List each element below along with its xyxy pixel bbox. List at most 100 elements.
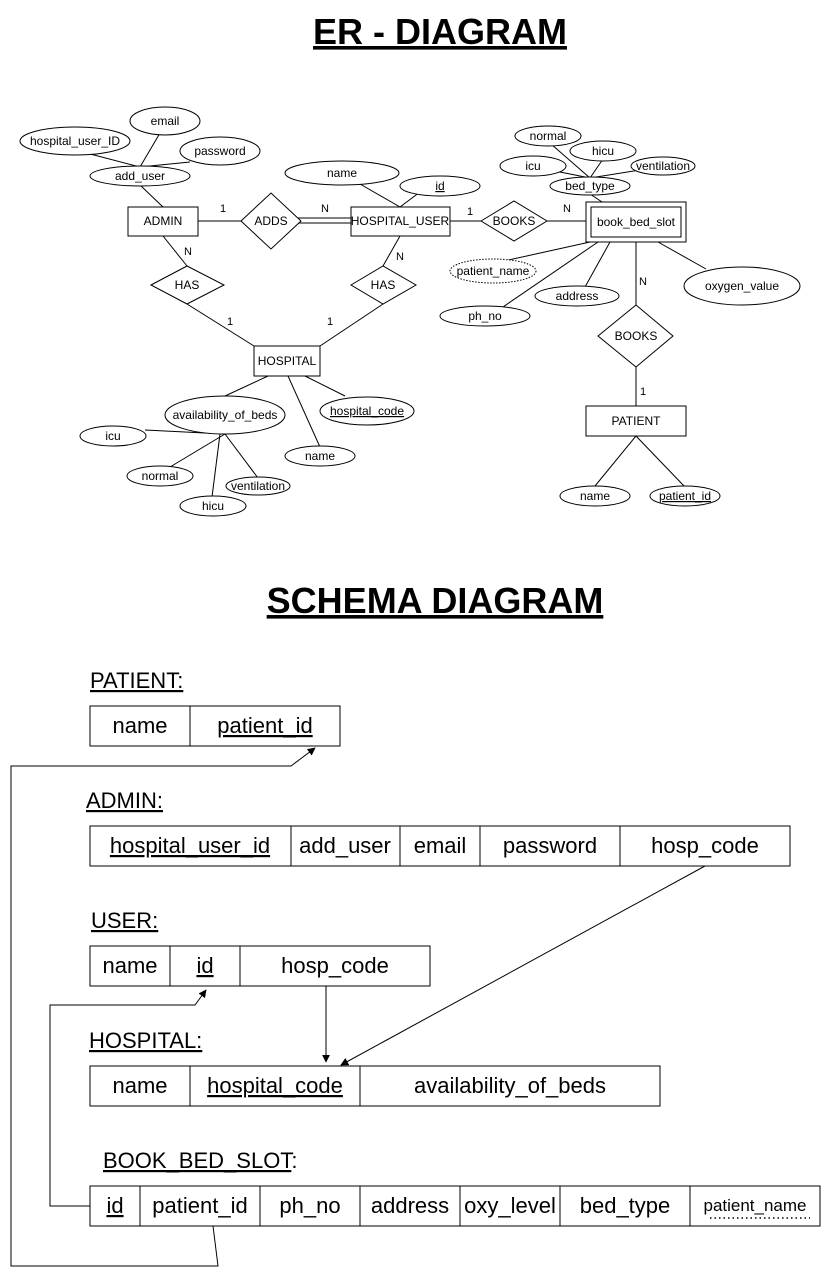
- schema-table-admin: ADMIN: hospital_user_id add_user email p…: [86, 788, 791, 867]
- attribute-ventilation-bottom: ventilation: [225, 476, 291, 496]
- cardinality-has-hospital-right: 1: [327, 316, 333, 328]
- arrow-user-id: [49, 989, 207, 1207]
- entity-book-bed-slot: book_bed_slot: [585, 201, 687, 243]
- schema-cell: id: [106, 1193, 123, 1218]
- cardinality-labels: 1 N N 1 N 1 1 N N 1: [184, 203, 647, 398]
- svg-text:icu: icu: [525, 159, 540, 173]
- attribute-icu-bottom: icu: [79, 425, 147, 447]
- svg-text:name: name: [327, 166, 357, 180]
- entity-book-bed-slot-label: book_bed_slot: [597, 215, 676, 229]
- attribute-availability-of-beds: availability_of_beds: [164, 395, 286, 435]
- schema-cell: hosp_code: [281, 953, 389, 978]
- cardinality-admin-has: N: [184, 246, 192, 258]
- entity-hospital-label: HOSPITAL: [258, 354, 317, 368]
- schema-cell: name: [112, 713, 167, 738]
- attribute-oxygen-value: oxygen_value: [683, 266, 801, 306]
- schema-cell: name: [112, 1073, 167, 1098]
- attribute-hospital-user-id: hospital_user_ID: [19, 126, 131, 156]
- schema-label-patient: PATIENT:: [90, 668, 183, 693]
- cardinality-user-has: N: [396, 251, 404, 263]
- attribute-address: address: [534, 285, 620, 307]
- svg-text:email: email: [151, 114, 180, 128]
- attribute-patient-entity-name: name: [559, 485, 631, 507]
- attribute-hicu-bottom: hicu: [179, 495, 247, 517]
- schema-cell: oxy_level: [464, 1193, 556, 1218]
- relationship-has-user: HAS: [350, 265, 418, 305]
- attribute-patient-name: patient_name: [449, 258, 537, 284]
- cardinality-slot-books: N: [639, 276, 647, 288]
- schema-diagram-title: SCHEMA DIAGRAM: [267, 580, 604, 621]
- svg-text:icu: icu: [105, 429, 120, 443]
- relationship-books-user: BOOKS: [480, 200, 548, 242]
- arrow-patient-id: [10, 747, 316, 1267]
- attribute-password: password: [179, 136, 261, 166]
- relationship-has-user-label: HAS: [371, 278, 396, 292]
- schema-cell: add_user: [299, 833, 391, 858]
- svg-text:oxygen_value: oxygen_value: [705, 279, 779, 293]
- relationship-has-admin-label: HAS: [175, 278, 200, 292]
- schema-label-admin: ADMIN:: [86, 788, 163, 813]
- er-diagram-title: ER - DIAGRAM: [313, 11, 567, 52]
- attribute-hospital-name: name: [284, 445, 356, 467]
- attribute-icu-top: icu: [499, 155, 567, 177]
- schema-cell: address: [371, 1193, 449, 1218]
- attribute-email: email: [129, 106, 201, 136]
- schema-cell: hospital_code: [207, 1073, 343, 1098]
- entity-hospital-user: HOSPITAL_USER: [350, 206, 451, 237]
- schema-cell: name: [102, 953, 157, 978]
- attribute-hospital-code: hospital_code: [319, 396, 415, 426]
- schema-label-book-bed-slot: BOOK_BED_SLOT:: [103, 1148, 297, 1173]
- cardinality-books-patient: 1: [640, 386, 646, 398]
- attribute-normal-top: normal: [514, 125, 582, 147]
- entity-patient-label: PATIENT: [612, 414, 662, 428]
- svg-text:address: address: [556, 289, 599, 303]
- svg-text:ventilation: ventilation: [231, 479, 285, 493]
- schema-cell: email: [414, 833, 467, 858]
- svg-text:name: name: [305, 449, 335, 463]
- svg-text:normal: normal: [530, 129, 567, 143]
- schema-label-hospital: HOSPITAL:: [89, 1028, 202, 1053]
- svg-text:add_user: add_user: [115, 169, 165, 183]
- cardinality-has-hospital-left: 1: [227, 316, 233, 328]
- schema-table-user: USER: name id hosp_code: [89, 908, 431, 987]
- attribute-ventilation-top: ventilation: [630, 156, 696, 176]
- svg-text:hospital_code: hospital_code: [330, 404, 404, 418]
- relationship-books-user-label: BOOKS: [493, 214, 536, 228]
- attribute-hicu-top: hicu: [569, 140, 637, 162]
- svg-text:patient_name: patient_name: [457, 264, 530, 278]
- svg-text:availability_of_beds: availability_of_beds: [173, 408, 278, 422]
- entity-hospital-user-label: HOSPITAL_USER: [351, 214, 450, 228]
- cardinality-user-books: 1: [467, 206, 473, 218]
- attribute-ph-no: ph_no: [439, 305, 531, 327]
- schema-cell: hosp_code: [651, 833, 759, 858]
- cardinality-adds-user: N: [321, 203, 329, 215]
- svg-text:hicu: hicu: [592, 144, 614, 158]
- cardinality-admin-adds: 1: [220, 203, 226, 215]
- attribute-user-id: id: [399, 175, 481, 197]
- schema-table-book-bed-slot: BOOK_BED_SLOT: id patient_id ph_no addre…: [89, 1148, 821, 1227]
- svg-text:id: id: [435, 179, 444, 193]
- schema-cell: availability_of_beds: [414, 1073, 606, 1098]
- schema-arrows: [10, 747, 706, 1267]
- entity-patient: PATIENT: [585, 405, 687, 437]
- svg-text:bed_type: bed_type: [565, 179, 615, 193]
- relationship-adds: ADDS: [240, 192, 302, 250]
- schema-table-patient: PATIENT: name patient_id: [89, 668, 341, 747]
- schema-cell: patient_id: [217, 713, 312, 738]
- relationship-books-patient: BOOKS: [597, 304, 674, 368]
- arrow-admin-hosp-code: [340, 865, 706, 1066]
- schema-cell: password: [503, 833, 597, 858]
- svg-text:patient_id: patient_id: [659, 489, 711, 503]
- relationship-books-patient-label: BOOKS: [615, 329, 658, 343]
- relationship-adds-label: ADDS: [254, 214, 287, 228]
- relationship-has-admin: HAS: [149, 265, 226, 305]
- attribute-normal-bottom: normal: [126, 465, 194, 487]
- attribute-user-name: name: [284, 160, 400, 186]
- svg-text:hicu: hicu: [202, 499, 224, 513]
- svg-text:password: password: [194, 144, 245, 158]
- attribute-bed-type: bed_type: [549, 176, 631, 196]
- schema-cell: patient_id: [152, 1193, 247, 1218]
- entity-hospital: HOSPITAL: [253, 345, 321, 377]
- svg-text:ph_no: ph_no: [468, 309, 502, 323]
